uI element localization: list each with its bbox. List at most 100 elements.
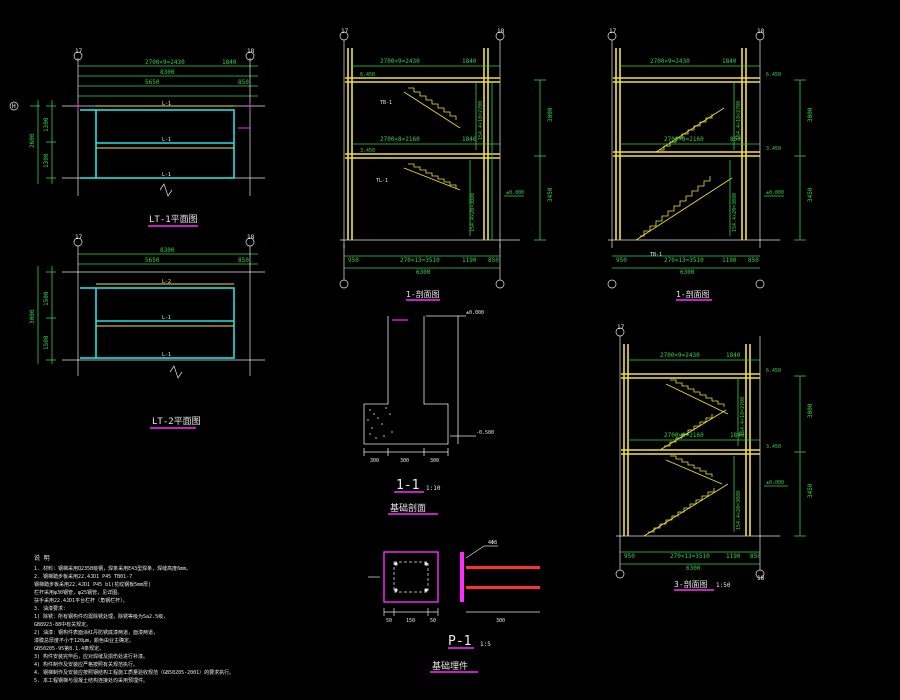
notes-line-9: 漆膜总厚度不小于120μm，颜色由业主确定。 bbox=[34, 637, 134, 644]
footing-dim-2: 300 bbox=[430, 458, 439, 464]
s2-level-0: 6.450 bbox=[766, 72, 781, 78]
footing-dim-0: 300 bbox=[370, 458, 379, 464]
footing-level-0: ±0.000 bbox=[466, 310, 484, 316]
footing-level-1: -0.500 bbox=[476, 430, 494, 436]
s3-flight-1: 154.4×20=3080 bbox=[736, 491, 742, 530]
s3-level-1: 3.450 bbox=[766, 444, 781, 450]
s1-dim-bot-2: 1190 bbox=[462, 257, 477, 264]
lt2-dim-left-0: 3000 bbox=[29, 309, 36, 324]
s2-dim-right-0: 3000 bbox=[807, 107, 814, 122]
lt2-dim-left-1: 1500 bbox=[43, 291, 50, 306]
s1-dim-top-0: 2700×9=2430 bbox=[380, 58, 420, 65]
embed-plate-view: 50 150 50 300 4Φ8 P-1 1:5 基础埋件 bbox=[368, 540, 540, 673]
embed-dim-3: 300 bbox=[496, 618, 505, 624]
footing-title: 基础剖面 bbox=[390, 502, 426, 514]
s1-tag-0: TB-1 bbox=[380, 100, 392, 106]
embed-title: 基础埋件 bbox=[432, 660, 468, 672]
lt1-axis-18: 18 bbox=[247, 48, 255, 55]
s2-flight-0: 154.4×18=2700 bbox=[736, 101, 742, 140]
embed-dim-1: 150 bbox=[406, 618, 415, 624]
lt1-beam-1: L-1 bbox=[162, 137, 171, 143]
notes-line-7: GB8923-88中有关规定。 bbox=[34, 621, 91, 628]
lt1-beam-2: L-1 bbox=[162, 172, 171, 178]
s1-dim-mid-1: 1840 bbox=[462, 136, 477, 143]
s2-dim-top-0: 2700×9=2430 bbox=[650, 58, 690, 65]
notes-heading: 说 明 bbox=[34, 554, 50, 562]
s2-flight-1: 154.4×20=3080 bbox=[732, 193, 738, 232]
s2-dim-bot-1: 270×13=3510 bbox=[664, 257, 704, 264]
s3-dim-bot-2: 1190 bbox=[726, 553, 741, 560]
lt2-dim-left-2: 1500 bbox=[43, 335, 50, 350]
embed-dim-0: 50 bbox=[386, 618, 392, 624]
s3-dim-bot-4: 6300 bbox=[686, 565, 701, 572]
section-3-view: 2700×9=2430 1840 2700×8=2160 1840 950 27… bbox=[615, 324, 814, 591]
lt1-plan-title: LT-1平面图 bbox=[149, 214, 198, 225]
section-1-view: 2700×9=2430 1840 2700×8=2160 1840 950 27… bbox=[339, 28, 554, 301]
general-notes: 说 明 1. 材料：钢梯采用Q235B级钢，焊条采用E43型焊条，焊缝高度6mm… bbox=[34, 554, 234, 684]
footing-label: 1-1 bbox=[396, 478, 419, 493]
s2-dim-bot-0: 950 bbox=[616, 257, 627, 264]
embed-scale: 1:5 bbox=[480, 641, 491, 648]
notes-line-8: 2) 油漆：钢构件表面涂红丹防锈底漆两道，面漆两道， bbox=[34, 629, 158, 636]
notes-line-2: 钢梯踏步板采用22.4JD1 P45 b1(花纹钢板5mm厚) bbox=[34, 581, 151, 588]
lt2-axis-18: 18 bbox=[247, 234, 255, 241]
lt2-dim-top-1: 5650 bbox=[145, 257, 160, 264]
s2-dim-top-1: 1840 bbox=[722, 58, 737, 65]
s2-tag-0: TB-1 bbox=[650, 252, 662, 258]
s3-axis-18: 18 bbox=[757, 575, 765, 582]
s1-dim-bot-1: 270×13=3510 bbox=[400, 257, 440, 264]
s3-title: 3-剖面图 bbox=[674, 579, 708, 589]
lt1-plan-view: 2700×9=2430 1840 8300 5650 850 2600 1300… bbox=[9, 48, 265, 227]
s2-title: 1-剖面图 bbox=[676, 289, 710, 299]
footing-dim-1: 300 bbox=[400, 458, 409, 464]
lt1-axis-17: 17 bbox=[75, 48, 83, 55]
s1-dim-top-1: 1840 bbox=[462, 58, 477, 65]
lt2-dim-top-2: 850 bbox=[238, 257, 249, 264]
lt2-dim-top-0: 8300 bbox=[160, 247, 175, 254]
s3-dim-mid-1: 1840 bbox=[730, 432, 745, 439]
s2-axis-18: 18 bbox=[757, 28, 765, 35]
lt2-axis-17: 17 bbox=[75, 234, 83, 241]
s1-dim-bot-4: 6300 bbox=[416, 269, 431, 276]
lt2-plan-title: LT-2平面图 bbox=[152, 416, 201, 427]
notes-line-4: 扶手采用22.4JD1平台栏杆（角钢栏杆）。 bbox=[34, 597, 128, 604]
s1-flight-1: 154.4×20=3080 bbox=[470, 193, 476, 232]
s1-flight-0: 154.4×18=2700 bbox=[478, 101, 484, 140]
s1-level-0: 6.450 bbox=[360, 72, 375, 78]
s2-dim-bot-2: 1190 bbox=[722, 257, 737, 264]
lt1-dim-top-1: 1840 bbox=[222, 59, 237, 66]
s3-dim-top-0: 2700×9=2430 bbox=[660, 352, 700, 359]
s2-dim-right-1: 3450 bbox=[807, 187, 814, 202]
notes-line-12: 4) 构件制作及安装应严格按照有关规范执行。 bbox=[34, 661, 138, 668]
lt1-dim-left-0: 2600 bbox=[29, 133, 36, 148]
s3-dim-mid-0: 2700×8=2160 bbox=[664, 432, 704, 439]
lt1-dim-top-0: 2700×9=2430 bbox=[145, 59, 185, 66]
notes-line-3: 栏杆采用φ30钢管，φ25钢管，见详图。 bbox=[34, 589, 122, 596]
s3-scale: 1:50 bbox=[716, 582, 731, 589]
s2-axis-17: 17 bbox=[609, 28, 617, 35]
s2-dim-bot-3: 850 bbox=[748, 257, 759, 264]
embed-label: P-1 bbox=[448, 634, 471, 649]
footing-section-view: ±0.000 -0.500 300 300 300 1-1 1:10 基础剖面 bbox=[363, 310, 494, 515]
s2-dim-mid-0: 2700×8=2160 bbox=[664, 136, 704, 143]
embed-leader: 4Φ8 bbox=[488, 540, 497, 546]
s1-dim-mid-0: 2700×8=2160 bbox=[380, 136, 420, 143]
s1-dim-bot-3: 850 bbox=[488, 257, 499, 264]
s3-dim-bot-3: 850 bbox=[750, 553, 761, 560]
s3-dim-top-1: 1840 bbox=[726, 352, 741, 359]
s2-dim-mid-1: 850 bbox=[730, 136, 741, 143]
lt2-beam-1: L-1 bbox=[162, 315, 171, 321]
s1-dim-bot-0: 950 bbox=[348, 257, 359, 264]
lt2-plan-view: 8300 5650 850 3000 1500 1500 17 18 L-2 L… bbox=[29, 234, 265, 429]
s3-dim-bot-1: 270×13=3510 bbox=[670, 553, 710, 560]
lt1-dim-top-2: 8300 bbox=[160, 69, 175, 76]
lt1-dim-left-1: 1300 bbox=[43, 117, 50, 132]
s1-axis-18: 18 bbox=[497, 28, 505, 35]
lt2-beam-0: L-2 bbox=[162, 279, 171, 285]
s3-dim-right-0: 3000 bbox=[807, 403, 814, 418]
section-2-view: 2700×9=2430 1840 2700×8=2160 850 950 270… bbox=[607, 28, 814, 301]
s2-dim-bot-4: 6300 bbox=[680, 269, 695, 276]
notes-line-10: GB50205-95第8.1.4条规定。 bbox=[34, 645, 104, 652]
footing-scale: 1:10 bbox=[426, 485, 441, 492]
